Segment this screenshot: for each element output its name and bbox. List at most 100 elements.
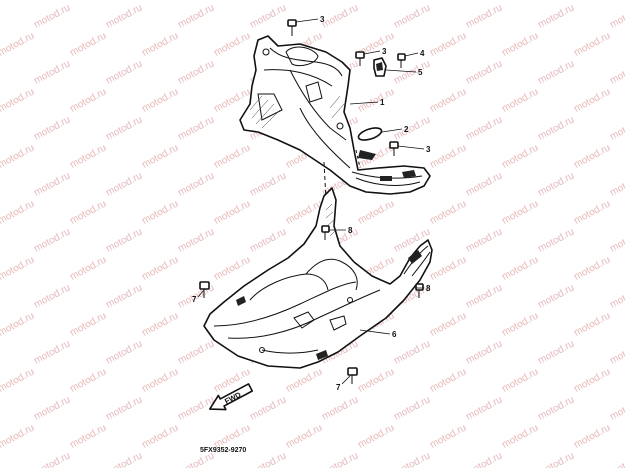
watermark-text: motod.ru xyxy=(0,86,36,114)
watermark-text: motod.ru xyxy=(32,338,72,366)
watermark-text: motod.ru xyxy=(176,226,216,254)
watermark-text: motod.ru xyxy=(0,366,36,394)
watermark-text: motod.ru xyxy=(0,30,36,58)
watermark-text: motod.ru xyxy=(536,450,576,468)
watermark-text: motod.ru xyxy=(536,114,576,142)
watermark-text: motod.ru xyxy=(464,394,504,422)
watermark-text: motod.ru xyxy=(464,2,504,30)
watermark-text: motod.ru xyxy=(428,142,468,170)
watermark-text: motod.ru xyxy=(500,30,540,58)
watermark-text: motod.ru xyxy=(536,394,576,422)
emblem-part xyxy=(357,126,383,143)
callout-5: 5 xyxy=(418,68,423,77)
watermark-text: motod.ru xyxy=(140,30,180,58)
watermark-text: motod.ru xyxy=(572,86,612,114)
watermark-text: motod.ru xyxy=(140,86,180,114)
watermark-text: motod.ru xyxy=(0,142,36,170)
watermark-text: motod.ru xyxy=(356,422,396,450)
watermark-text: motod.ru xyxy=(392,338,432,366)
watermark-text: motod.ru xyxy=(572,30,612,58)
watermark-text: motod.ru xyxy=(284,422,324,450)
watermark-text: motod.ru xyxy=(104,338,144,366)
watermark-text: motod.ru xyxy=(608,2,625,30)
watermark-text: motod.ru xyxy=(464,338,504,366)
watermark-text: motod.ru xyxy=(536,282,576,310)
watermark-text: motod.ru xyxy=(500,0,540,3)
watermark-text: motod.ru xyxy=(572,142,612,170)
watermark-text: motod.ru xyxy=(608,338,625,366)
watermark-text: motod.ru xyxy=(428,0,468,3)
watermark-text: motod.ru xyxy=(104,114,144,142)
watermark-text: motod.ru xyxy=(392,2,432,30)
watermark-text: motod.ru xyxy=(464,282,504,310)
watermark-text: motod.ru xyxy=(608,394,625,422)
callout-3-lower: 3 xyxy=(426,145,431,154)
watermark-text: motod.ru xyxy=(284,0,324,3)
watermark-text: motod.ru xyxy=(68,142,108,170)
watermark-text: motod.ru xyxy=(608,114,625,142)
watermark-text: motod.ru xyxy=(176,2,216,30)
watermark-text: motod.ru xyxy=(536,338,576,366)
watermark-text: motod.ru xyxy=(0,310,36,338)
callout-1: 1 xyxy=(380,98,385,107)
watermark-text: motod.ru xyxy=(140,0,180,3)
watermark-text: motod.ru xyxy=(536,170,576,198)
watermark-text: motod.ru xyxy=(140,254,180,282)
drawing-code: 5FX9352-9270 xyxy=(200,447,246,454)
watermark-text: motod.ru xyxy=(140,422,180,450)
watermark-text: motod.ru xyxy=(608,226,625,254)
watermark-text: motod.ru xyxy=(428,30,468,58)
screw-3-top xyxy=(288,20,296,36)
watermark-text: motod.ru xyxy=(320,2,360,30)
watermark-text: motod.ru xyxy=(608,450,625,468)
watermark-text: motod.ru xyxy=(500,310,540,338)
watermark-text: motod.ru xyxy=(176,338,216,366)
watermark-text: motod.ru xyxy=(104,170,144,198)
watermark-text: motod.ru xyxy=(212,0,252,3)
watermark-text: motod.ru xyxy=(212,254,252,282)
watermark-text: motod.ru xyxy=(140,310,180,338)
watermark-text: motod.ru xyxy=(104,58,144,86)
bolt-7-bottom xyxy=(348,368,357,384)
watermark-text: motod.ru xyxy=(104,226,144,254)
watermark-text: motod.ru xyxy=(284,366,324,394)
watermark-text: motod.ru xyxy=(176,170,216,198)
watermark-text: motod.ru xyxy=(32,226,72,254)
watermark-text: motod.ru xyxy=(428,422,468,450)
watermark-text: motod.ru xyxy=(68,254,108,282)
watermark-text: motod.ru xyxy=(464,58,504,86)
watermark-text: motod.ru xyxy=(212,30,252,58)
watermark-text: motod.ru xyxy=(32,394,72,422)
watermark-text: motod.ru xyxy=(248,2,288,30)
watermark-text: motod.ru xyxy=(32,170,72,198)
watermark-text: motod.ru xyxy=(500,254,540,282)
watermark-text: motod.ru xyxy=(320,394,360,422)
callout-7-left: 7 xyxy=(192,295,197,304)
watermark-text: motod.ru xyxy=(356,0,396,3)
callout-2: 2 xyxy=(404,125,409,134)
watermark-text: motod.ru xyxy=(536,2,576,30)
watermark-text: motod.ru xyxy=(392,114,432,142)
watermark-text: motod.ru xyxy=(464,226,504,254)
watermark-text: motod.ru xyxy=(500,366,540,394)
callout-6: 6 xyxy=(392,330,397,339)
watermark-text: motod.ru xyxy=(356,198,396,226)
watermark-text: motod.ru xyxy=(248,226,288,254)
watermark-text: motod.ru xyxy=(32,2,72,30)
watermark-text: motod.ru xyxy=(68,310,108,338)
watermark-text: motod.ru xyxy=(248,170,288,198)
watermark-text: motod.ru xyxy=(320,450,360,468)
watermark-text: motod.ru xyxy=(572,0,612,3)
watermark-text: motod.ru xyxy=(176,114,216,142)
watermark-text: motod.ru xyxy=(68,198,108,226)
watermark-text: motod.ru xyxy=(176,58,216,86)
callout-8-right: 8 xyxy=(426,284,431,293)
watermark-text: motod.ru xyxy=(32,114,72,142)
watermark-text: motod.ru xyxy=(140,142,180,170)
watermark-text: motod.ru xyxy=(500,422,540,450)
watermark-text: motod.ru xyxy=(0,198,36,226)
watermark-text: motod.ru xyxy=(68,30,108,58)
watermark-text: motod.ru xyxy=(104,394,144,422)
watermark-text: motod.ru xyxy=(428,254,468,282)
